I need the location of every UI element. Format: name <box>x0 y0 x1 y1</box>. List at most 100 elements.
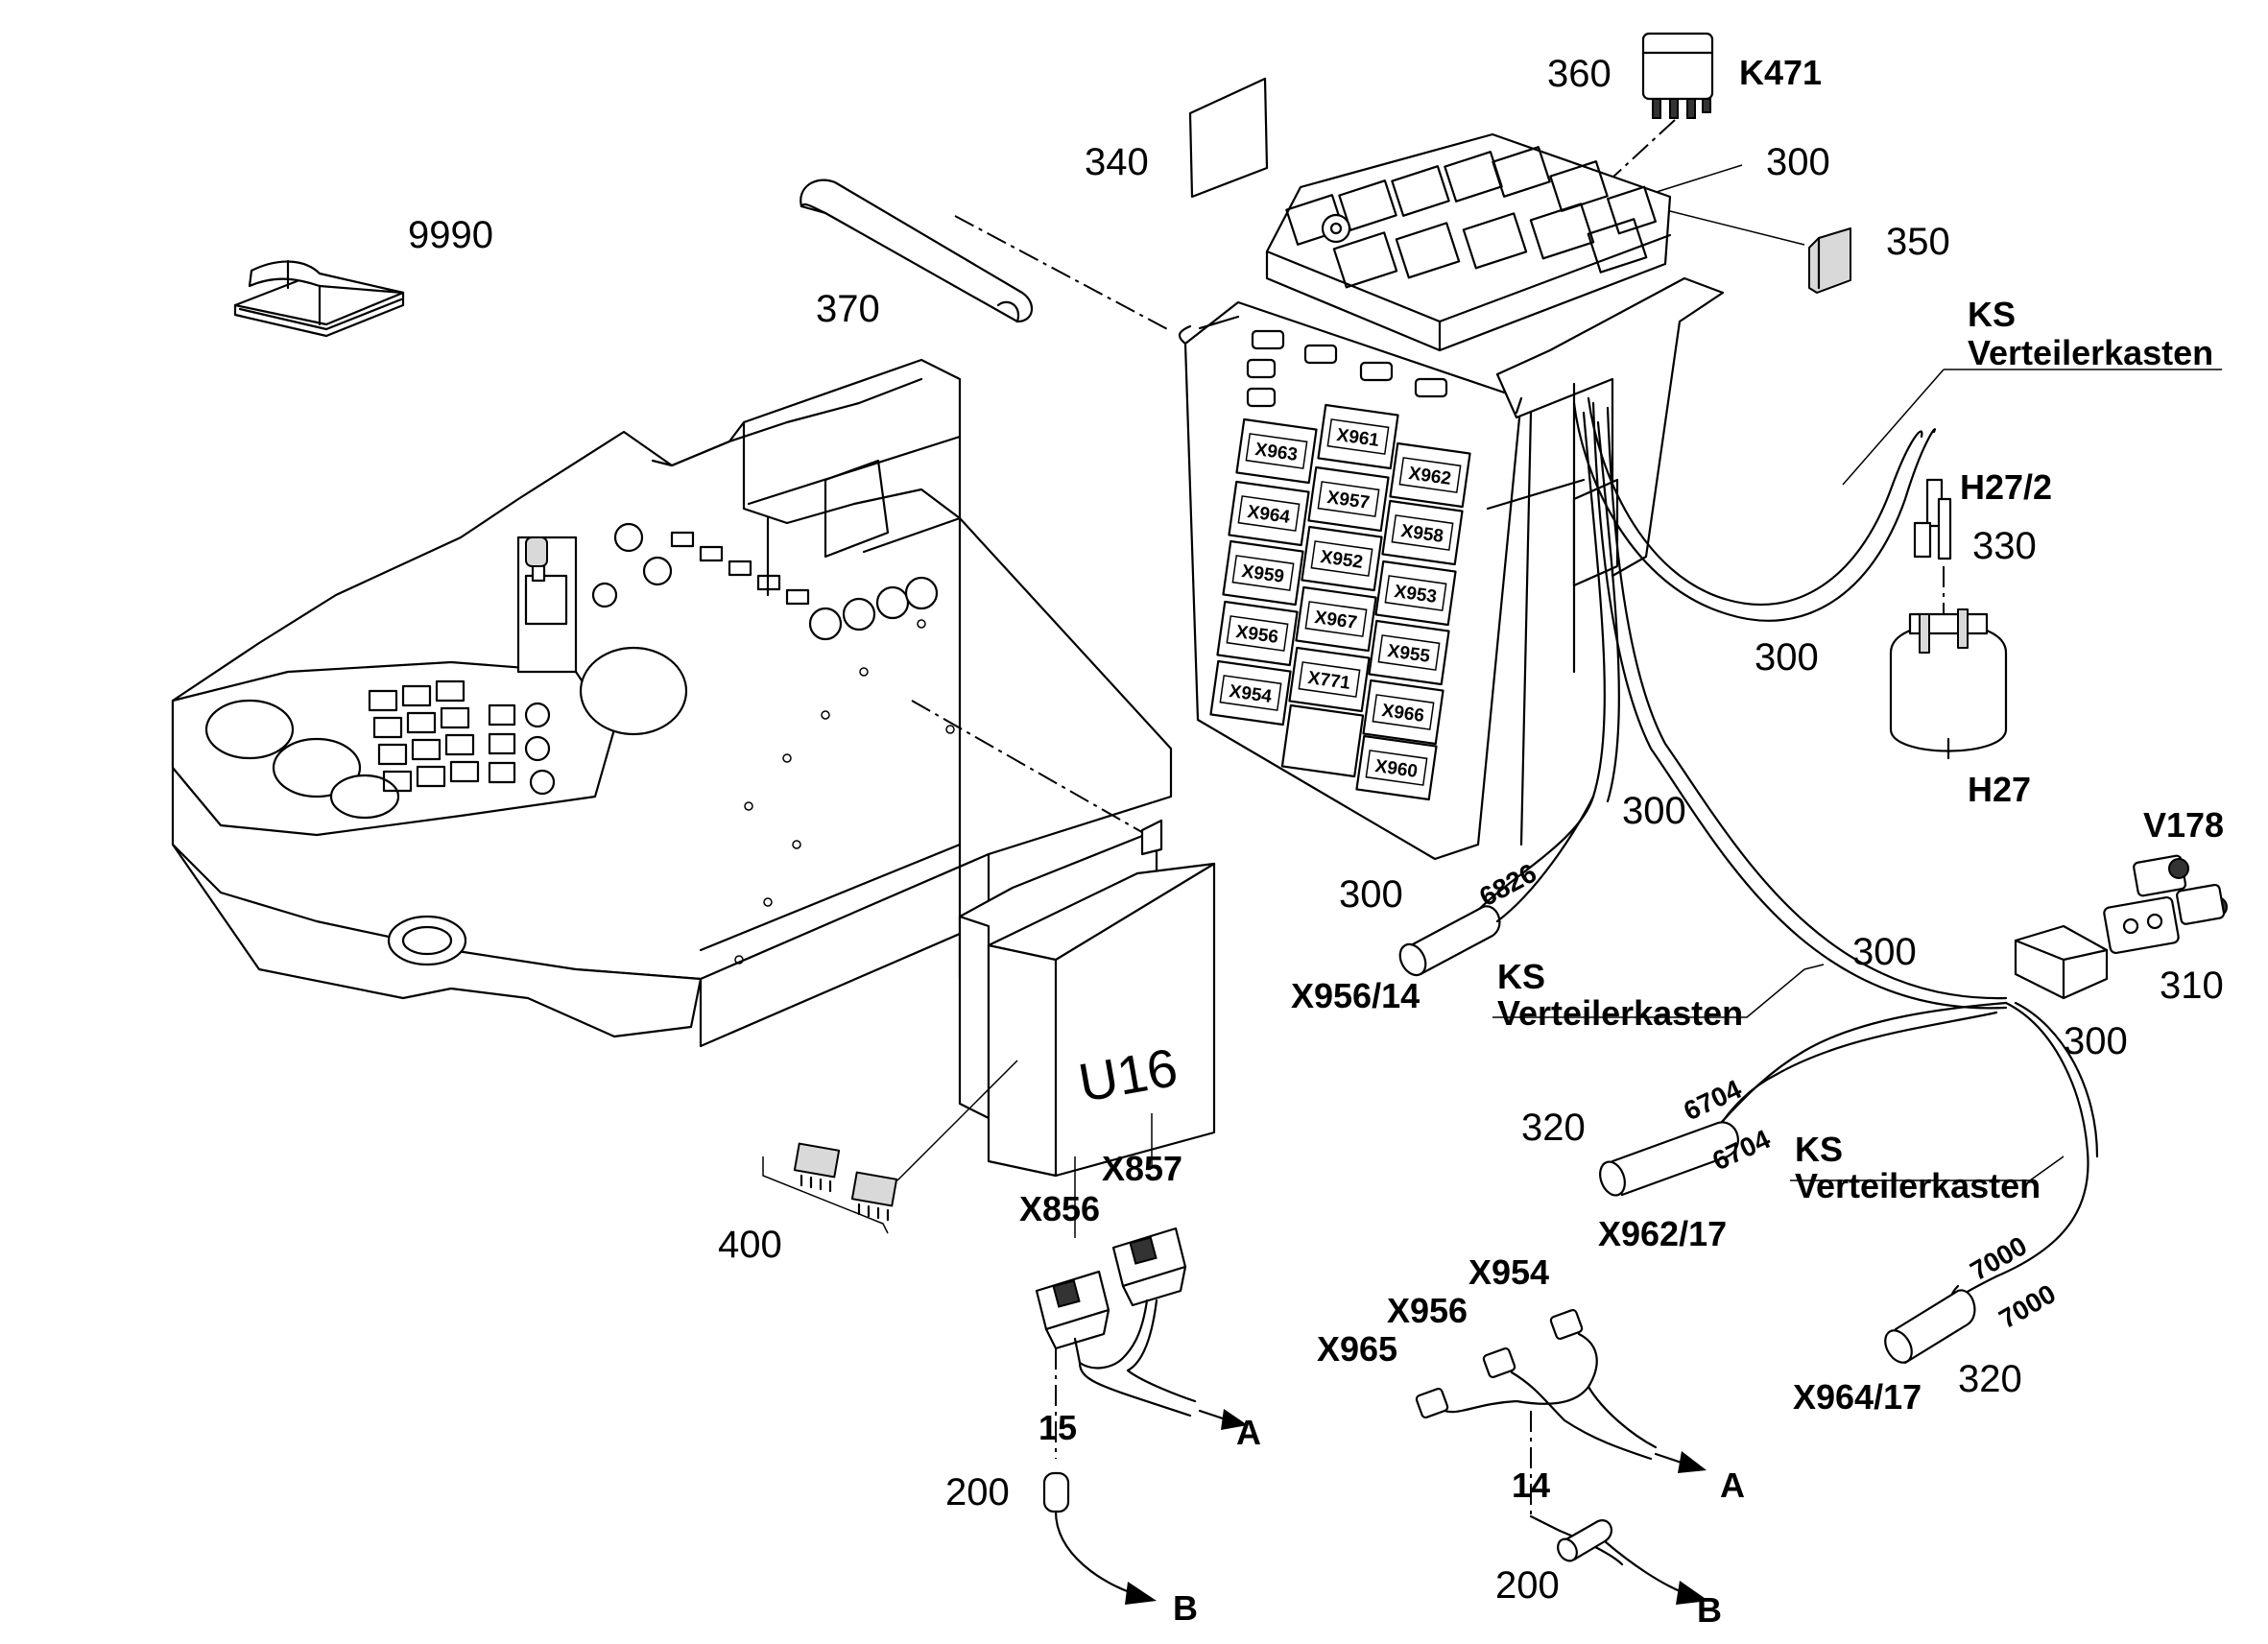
callout-340: 340 <box>1085 141 1149 183</box>
diode-v178-icon <box>2103 854 2228 955</box>
label-k471: K471 <box>1739 53 1822 92</box>
label-a-1: A <box>1236 1413 1261 1452</box>
connector-x856-x857 <box>1035 1227 1197 1418</box>
panel-connector-cell: X963 <box>1235 417 1318 485</box>
panel-connector-cell: X958 <box>1381 499 1464 566</box>
callout-200-b: 200 <box>1495 1564 1560 1607</box>
callout-200-a: 200 <box>945 1471 1010 1513</box>
panel-empty-slot <box>1280 703 1365 778</box>
cable-harness <box>1467 396 2099 1317</box>
ks2-leader <box>1492 968 1805 1018</box>
panel-connector-cell: X961 <box>1317 403 1399 470</box>
panel-connector-label-box <box>1398 457 1462 493</box>
panel-connector-label-box <box>1372 694 1435 730</box>
label-h27-2: H27/2 <box>1960 467 2052 507</box>
callout-300-left: 300 <box>1339 873 1403 916</box>
chip-400-icon <box>793 1142 898 1222</box>
panel-connector-cell: X959 <box>1222 539 1304 607</box>
panel-connector-cell: X966 <box>1362 679 1444 746</box>
callout-300-cable: 300 <box>1622 790 1686 832</box>
callout-300-low: 300 <box>2064 1020 2128 1062</box>
label-ks-3: KS <box>1795 1130 1843 1169</box>
tube-sleeve-icon <box>800 179 1033 323</box>
shrink-tube-200b-icon <box>1557 1519 1613 1562</box>
cable-6826 <box>1495 795 1595 923</box>
buzzer-h27-icon <box>1889 478 2008 760</box>
panel-connector-label-box <box>1245 433 1308 469</box>
ks3-leader <box>1790 1156 2065 1181</box>
panel-connector-label-box <box>1226 615 1289 652</box>
leader-u16-console <box>911 700 1148 836</box>
shrink-tube-320b-icon <box>1884 1289 1976 1365</box>
panel-connector-cell: X962 <box>1389 441 1471 509</box>
label-x962-17: X962/17 <box>1598 1214 1727 1253</box>
callout-350: 350 <box>1886 221 1950 263</box>
callout-300-right: 300 <box>1852 931 1917 973</box>
panel-connector-cell: X952 <box>1301 525 1383 592</box>
callout-330: 330 <box>1972 525 2037 567</box>
label-x956-14: X956/14 <box>1291 976 1420 1015</box>
panel-connector-cell: X960 <box>1355 734 1438 801</box>
panel-connector-label-box <box>1219 675 1282 711</box>
label-verteilerkasten-2: Verteilerkasten <box>1497 993 1743 1033</box>
arrow-b1-head <box>1125 1582 1157 1605</box>
callout-310: 310 <box>2160 965 2224 1007</box>
bracket-400 <box>762 1156 889 1234</box>
connector-panel-grid: X961X963X962X957X964X958X952X959X953X967… <box>1209 403 1471 801</box>
label-sheet-icon <box>1188 77 1269 199</box>
label-verteilerkasten-3: Verteilerkasten <box>1795 1166 2041 1205</box>
panel-connector-cell: X964 <box>1228 480 1310 547</box>
callout-320-b: 320 <box>1958 1358 2022 1400</box>
callout-9990: 9990 <box>408 214 493 256</box>
arrow-b2-head <box>1676 1581 1708 1605</box>
control-module-u16 <box>958 819 1216 1178</box>
label-x856: X856 <box>1019 1189 1100 1228</box>
panel-connector-label-box <box>1298 661 1361 698</box>
line-b2 <box>1603 1539 1686 1595</box>
shrink-tube-x956-icon <box>1398 905 1501 977</box>
callout-370: 370 <box>816 288 880 330</box>
panel-connector-cell: X957 <box>1307 465 1390 533</box>
operator-console <box>171 358 1173 1048</box>
panel-connector-cell: X967 <box>1295 585 1377 653</box>
wire-6704-a: 6704 <box>1679 1074 1746 1127</box>
leader-370 <box>954 215 1172 332</box>
arrow-a1-head <box>1221 1409 1248 1430</box>
label-x956: X956 <box>1387 1291 1468 1330</box>
relay-k471-icon <box>1641 32 1714 119</box>
panel-connector-label-box <box>1304 601 1368 637</box>
panel-connector-label-box <box>1310 540 1373 577</box>
panel-connector-label-box <box>1237 495 1301 532</box>
panel-connector-cell: X771 <box>1288 646 1371 713</box>
shrink-tube-320a-icon <box>1599 1121 1739 1197</box>
panel-connector-label-box <box>1377 634 1441 671</box>
panel-connector-cell: X956 <box>1216 600 1299 667</box>
manual-book-icon <box>233 259 405 338</box>
panel-connector-label-box <box>1391 514 1454 551</box>
connector-300-icon <box>2014 924 2109 1000</box>
ks2-tick <box>1803 964 1825 970</box>
callout-320-a: 320 <box>1521 1107 1586 1149</box>
label-ks-2: KS <box>1497 957 1545 996</box>
callout-360: 360 <box>1547 53 1611 95</box>
shrink-tube-200a-icon <box>1042 1471 1070 1513</box>
label-x964-17: X964/17 <box>1793 1377 1922 1417</box>
label-verteilerkasten-1: Verteilerkasten <box>1968 333 2213 372</box>
panel-connector-label-box <box>1384 575 1447 611</box>
label-ks-1: KS <box>1968 295 2016 334</box>
label-a-2: A <box>1720 1465 1745 1505</box>
label-b-1: B <box>1173 1588 1198 1628</box>
label-14: 14 <box>1512 1465 1550 1505</box>
callout-300-top: 300 <box>1766 141 1830 183</box>
panel-connector-label-box <box>1326 418 1390 455</box>
callout-400: 400 <box>718 1224 782 1266</box>
label-v178: V178 <box>2143 805 2224 845</box>
label-15: 15 <box>1039 1408 1077 1447</box>
ks1-leader <box>1842 369 1945 486</box>
leader-360 <box>1611 119 1676 179</box>
panel-connector-label-box <box>1317 481 1380 517</box>
panel-connector-label-box <box>1365 750 1428 786</box>
arrow-a2-head <box>1678 1451 1707 1473</box>
